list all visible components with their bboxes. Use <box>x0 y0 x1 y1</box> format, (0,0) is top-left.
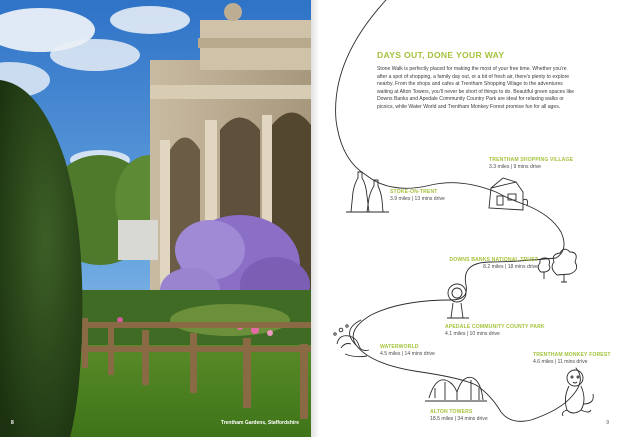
garden-illustration <box>0 0 311 437</box>
stop-stoke-on-trent: STOKE-ON-TRENT 3.9 miles | 13 mins drive <box>390 189 445 203</box>
stop-alton-towers: ALTON TOWERS 18.5 miles | 34 mins drive <box>430 409 488 423</box>
stop-distance: 3.9 miles | 13 mins drive <box>390 196 445 202</box>
right-page: DAYS OUT, DONE YOUR WAY Stone Walk is pe… <box>311 0 622 437</box>
stop-name: APEDALE COMMUNITY COUNTY PARK <box>445 324 545 330</box>
stop-name: STOKE-ON-TRENT <box>390 189 438 195</box>
route-line <box>335 0 581 422</box>
stop-trentham-monkey-forest: TRENTHAM MONKEY FOREST 4.6 miles | 11 mi… <box>533 352 611 366</box>
trentham-gardens-photo: 8 Trentham Gardens, Staffordshire <box>0 0 311 437</box>
stop-name: WATERWORLD <box>380 344 419 350</box>
bottle-kiln-icon <box>346 171 389 213</box>
monkey-icon <box>562 369 594 417</box>
stop-apedale: APEDALE COMMUNITY COUNTY PARK 4.1 miles … <box>445 324 545 338</box>
shop-icon <box>488 177 528 211</box>
stop-name: TRENTHAM SHOPPING VILLAGE <box>489 157 574 163</box>
stop-distance: 4.5 miles | 14 mins drive <box>380 351 435 357</box>
stop-name: DOWNS BANKS NATIONAL TRUST <box>449 257 538 263</box>
trees-icon <box>537 248 578 283</box>
stop-downs-banks: DOWNS BANKS NATIONAL TRUST 8.2 miles | 1… <box>438 257 538 271</box>
route-map <box>333 0 594 422</box>
intro-paragraph: Stone Walk is perfectly placed for makin… <box>377 66 575 110</box>
stop-distance: 8.2 miles | 18 mins drive <box>483 264 538 270</box>
stop-distance: 18.5 miles | 34 mins drive <box>430 416 488 422</box>
stop-waterworld: WATERWORLD 4.5 miles | 14 mins drive <box>380 344 435 358</box>
park-sign-icon <box>447 283 469 319</box>
stop-trentham-shopping-village: TRENTHAM SHOPPING VILLAGE 3.3 miles | 9 … <box>489 157 573 171</box>
stop-name: ALTON TOWERS <box>430 409 473 415</box>
stop-name: TRENTHAM MONKEY FOREST <box>533 352 611 358</box>
photo-caption: Trentham Gardens, Staffordshire <box>220 420 299 426</box>
stop-distance: 3.3 miles | 9 mins drive <box>489 164 541 170</box>
water-slide-icon <box>333 324 370 358</box>
stop-distance: 4.1 miles | 10 mins drive <box>445 331 500 337</box>
page-heading: DAYS OUT, DONE YOUR WAY <box>377 50 505 60</box>
page-gutter-shadow <box>311 0 319 437</box>
rollercoaster-icon <box>425 376 487 402</box>
left-page-number: 8 <box>11 420 14 426</box>
stop-distance: 4.6 miles | 11 mins drive <box>533 359 588 365</box>
right-page-number: 9 <box>606 420 609 426</box>
